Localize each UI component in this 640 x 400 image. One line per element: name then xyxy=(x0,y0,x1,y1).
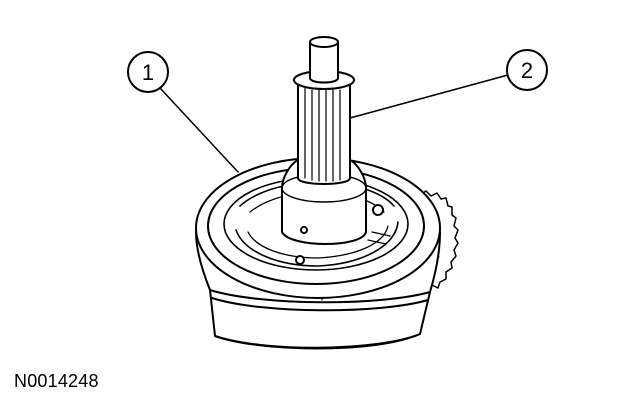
shaft-pilot xyxy=(309,41,339,84)
drum-lower-band xyxy=(209,289,431,304)
callout-1-label: 1 xyxy=(142,60,154,85)
callout-2-circle xyxy=(506,49,548,91)
callout-1-circle xyxy=(127,51,169,93)
drum-base xyxy=(214,333,421,349)
callout-2-label: 2 xyxy=(521,58,533,83)
snap-ring-eyelet-right xyxy=(372,204,384,216)
shaft-pilot-top xyxy=(309,36,339,48)
figure-id-label: N0014248 xyxy=(14,371,99,391)
shaft-splines xyxy=(304,87,341,182)
snap-ring-eyelet-left xyxy=(295,255,305,265)
output-shaft xyxy=(297,81,351,185)
hub-bolt xyxy=(300,226,308,234)
drum-band-line xyxy=(211,297,429,312)
leader-line-2 xyxy=(349,74,509,119)
snap-ring-gap xyxy=(367,231,391,245)
leader-line-1 xyxy=(159,87,239,173)
